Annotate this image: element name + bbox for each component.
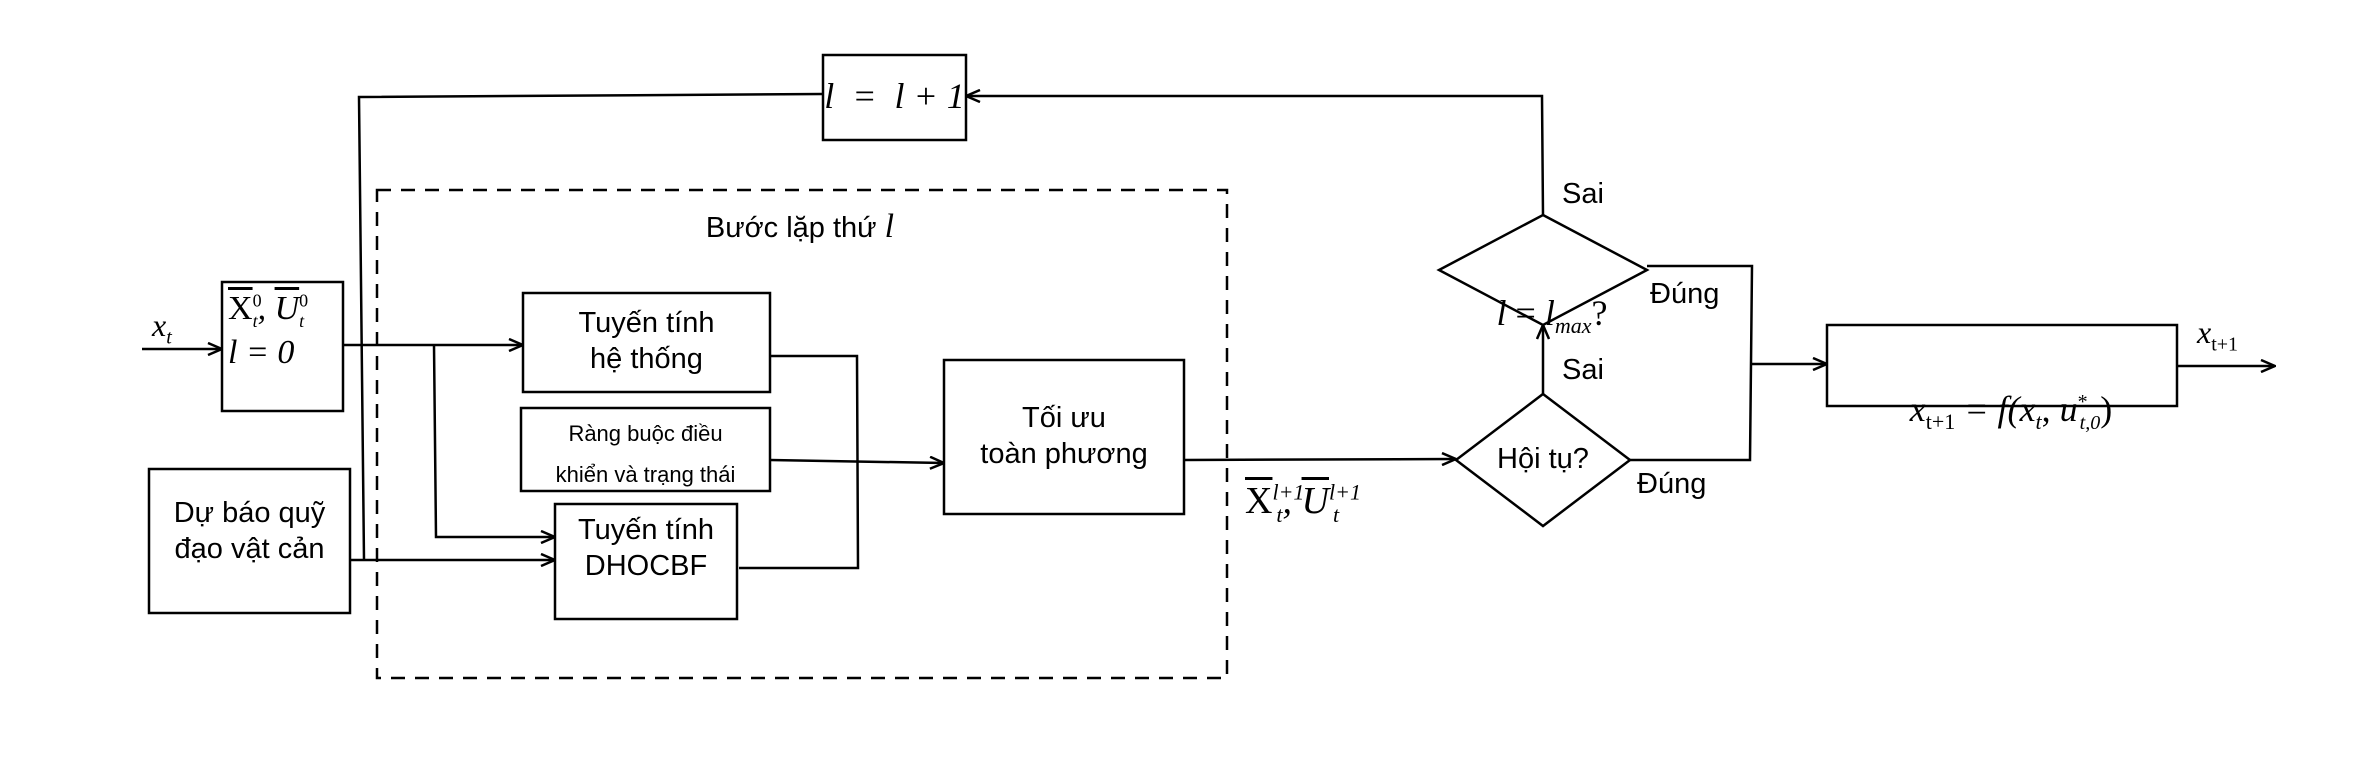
iteration-frame bbox=[375, 188, 1229, 680]
iteration-frame-title: Bước lặp thứ l bbox=[705, 208, 895, 245]
qp-output-label: Xl+1t, Ul+1t bbox=[1245, 479, 1361, 527]
max-iter-label: l = lmax? bbox=[1496, 293, 1608, 339]
converged-label: Hội tụ? bbox=[1497, 443, 1589, 475]
max-iter-no-label: Sai bbox=[1562, 178, 1604, 210]
obstacle-block-text: Dự báo quỹ đạo vật cản bbox=[173, 497, 326, 566]
init-block-text: X0t, U0t l = 0 bbox=[228, 290, 309, 372]
constraints-text: Ràng buộc điều khiển và trạng thái bbox=[555, 421, 736, 487]
converged-yes-label: Đúng bbox=[1637, 468, 1707, 500]
qp-to-converged-arrow bbox=[1183, 459, 1456, 460]
qp-text: Tối ưu toàn phương bbox=[980, 402, 1148, 471]
output-label: xt+1 bbox=[2197, 314, 2239, 356]
obstacle-prediction-block bbox=[147, 467, 352, 615]
constraints-to-qp-arrow bbox=[769, 460, 944, 463]
max-iter-yes-label: Đúng bbox=[1650, 278, 1720, 310]
converged-decision bbox=[1453, 392, 1633, 528]
init-to-dhocbf-arrow bbox=[432, 344, 555, 537]
qp-block bbox=[942, 358, 1186, 516]
linearize-system-text: Tuyến tính hệ thống bbox=[578, 307, 715, 376]
increment-text: l = l + 1 bbox=[824, 76, 965, 116]
max-iter-no-arrow bbox=[966, 96, 1545, 216]
converged-no-label: Sai bbox=[1562, 354, 1604, 386]
loop-back-line bbox=[357, 92, 824, 561]
linearize-dhocbf-text: Tuyến tính DHOCBF bbox=[578, 514, 714, 583]
plant-equation: xt+1 = f(xt, u*t,0) bbox=[1909, 389, 2113, 435]
input-label: xt bbox=[152, 307, 172, 349]
constraints-block bbox=[519, 406, 772, 493]
